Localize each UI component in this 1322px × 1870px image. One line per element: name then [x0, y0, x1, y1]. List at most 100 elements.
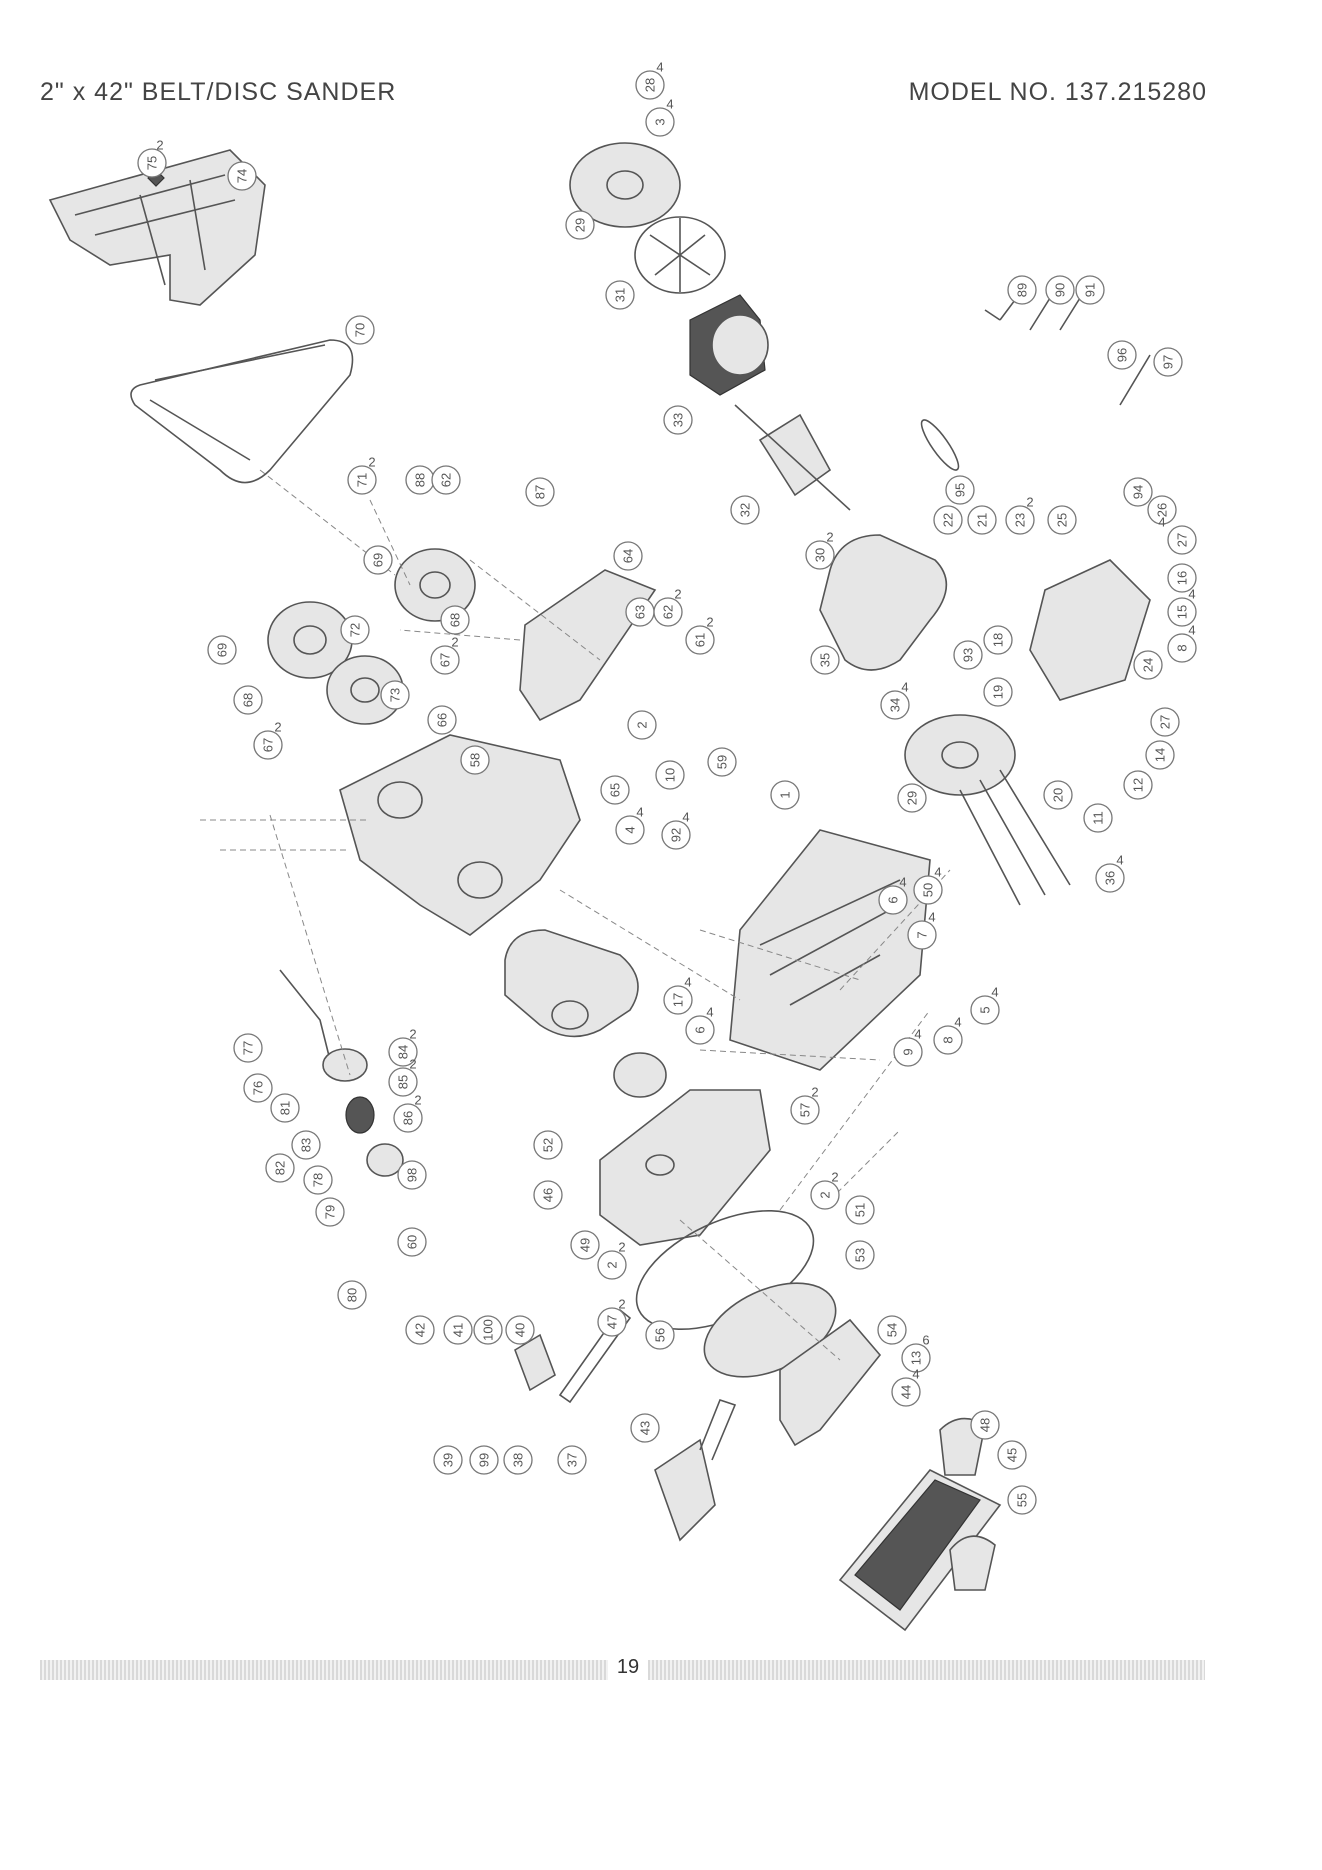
callout-label: 100 [481, 1319, 496, 1341]
callout-59: 59 [707, 747, 737, 777]
callout-label: 34 [888, 698, 903, 712]
callout-62: 62 [431, 465, 461, 495]
callout-qty: 4 [901, 680, 908, 695]
callout-45: 45 [997, 1440, 1027, 1470]
callout-87: 87 [525, 477, 555, 507]
callout-31: 31 [605, 280, 635, 310]
tension-bracket-drawing [514, 1333, 556, 1392]
callout-label: 59 [715, 755, 730, 769]
callout-label: 28 [643, 78, 658, 92]
trunnion-lower-drawing [949, 1535, 996, 1591]
callout-2: 2 [627, 710, 657, 740]
callout-label: 90 [1053, 283, 1068, 297]
callout-12: 12 [1123, 770, 1153, 800]
callout-qty: 4 [656, 60, 663, 75]
callout-label: 92 [669, 828, 684, 842]
callout-qty: 2 [831, 1170, 838, 1185]
belt-frame-hole-1 [377, 781, 423, 819]
callout-label: 84 [396, 1045, 411, 1059]
callout-label: 35 [818, 653, 833, 667]
callout-56: 56 [645, 1320, 675, 1350]
callout-42: 42 [405, 1315, 435, 1345]
callout-label: 40 [513, 1323, 528, 1337]
callout-qty: 4 [684, 975, 691, 990]
platen-drawing [519, 569, 657, 722]
callout-label: 54 [885, 1323, 900, 1337]
callout-label: 99 [477, 1453, 492, 1467]
callout-qty: 4 [706, 1005, 713, 1020]
callout-8: 84 [1167, 623, 1197, 663]
callout-label: 48 [978, 1418, 993, 1432]
callout-29-b: 29 [897, 783, 927, 813]
callout-label: 69 [371, 553, 386, 567]
callout-label: 12 [1131, 778, 1146, 792]
callout-68: 68 [440, 605, 470, 635]
callout-label: 82 [273, 1161, 288, 1175]
callout-label: 65 [608, 783, 623, 797]
callout-4: 44 [615, 805, 645, 845]
callout-53: 53 [845, 1240, 875, 1270]
callout-61: 612 [685, 615, 715, 655]
table-bracket-drawing [779, 1318, 882, 1447]
page-number: 19 [608, 1656, 648, 1682]
callout-label: 21 [975, 513, 990, 527]
callout-54: 54 [877, 1315, 907, 1345]
callout-label: 2 [635, 721, 650, 728]
callout-qty: 4 [1158, 515, 1165, 530]
callout-label: 11 [1091, 811, 1106, 825]
callout-34: 344 [880, 680, 910, 720]
callout-qty: 2 [274, 720, 281, 735]
callout-label: 24 [1141, 658, 1156, 672]
callout-84: 842 [388, 1027, 418, 1067]
callout-19: 19 [983, 677, 1013, 707]
callout-label: 27 [1175, 533, 1190, 547]
disc-guard-drawing [599, 1089, 771, 1246]
callout-qty: 4 [682, 810, 689, 825]
callout-label: 43 [638, 1421, 653, 1435]
callout-98: 98 [397, 1160, 427, 1190]
callout-label: 64 [621, 549, 636, 563]
callout-label: 75 [145, 156, 160, 170]
callout-3: 34 [645, 97, 675, 137]
callout-label: 56 [653, 1328, 668, 1342]
callout-label: 85 [396, 1075, 411, 1089]
callout-label: 89 [1015, 283, 1030, 297]
callout-qty: 2 [409, 1027, 416, 1042]
callout-qty: 4 [928, 910, 935, 925]
callout-label: 37 [565, 1453, 580, 1467]
callout-30: 302 [805, 530, 835, 570]
callout-label: 10 [663, 768, 678, 782]
callout-label: 60 [405, 1235, 420, 1249]
callout-99: 99 [469, 1445, 499, 1475]
callout-label: 93 [961, 648, 976, 662]
callout-label: 97 [1161, 355, 1176, 369]
belt-guard-ribs [74, 174, 236, 286]
callout-label: 95 [953, 483, 968, 497]
callout-label: 14 [1153, 748, 1168, 762]
callout-64: 64 [613, 541, 643, 571]
callout-58: 58 [460, 745, 490, 775]
callout-label: 15 [1175, 605, 1190, 619]
stator-core [711, 314, 769, 376]
callout-43: 43 [630, 1413, 660, 1443]
callout-55: 55 [1007, 1485, 1037, 1515]
callout-qty: 4 [666, 97, 673, 112]
callout-68-b: 68 [233, 685, 263, 715]
callout-62-b: 622 [653, 587, 683, 627]
callout-100: 100 [473, 1315, 503, 1345]
callout-7: 74 [907, 910, 937, 950]
callout-74: 74 [227, 161, 257, 191]
callout-label: 27 [1158, 715, 1173, 729]
callout-label: 26 [1155, 503, 1170, 517]
callout-qty: 2 [674, 587, 681, 602]
callout-label: 91 [1083, 283, 1098, 297]
callout-qty: 2 [618, 1297, 625, 1312]
callout-label: 47 [605, 1315, 620, 1329]
callout-qty: 2 [414, 1093, 421, 1108]
callout-label: 5 [978, 1006, 993, 1013]
callout-69: 69 [363, 545, 393, 575]
callout-85: 852 [388, 1057, 418, 1097]
callout-label: 78 [311, 1173, 326, 1187]
callout-69-b: 69 [207, 635, 237, 665]
callout-39: 39 [433, 1445, 463, 1475]
